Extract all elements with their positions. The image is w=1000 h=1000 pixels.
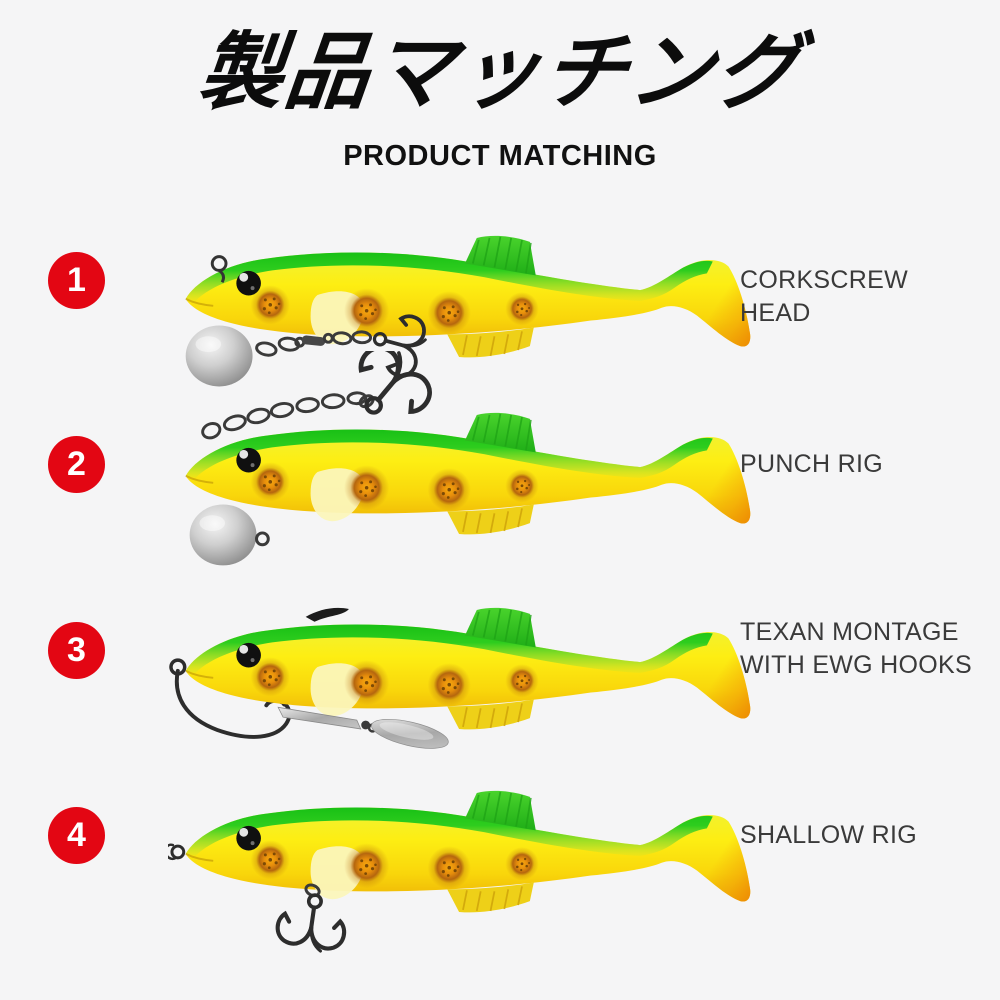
spinner-swivel-ring [367, 723, 378, 733]
belly-swivel-chain [255, 330, 373, 357]
lure-image-corkscrew-head [168, 174, 758, 415]
jighead-wire-ring [255, 531, 270, 547]
lead-jighead-ball [185, 325, 253, 387]
spinner-arm [277, 706, 362, 730]
page-title-japanese: 製品マッチング [194, 25, 806, 119]
back-link-chain [201, 391, 375, 440]
item-number-badge-4: 4 [48, 807, 105, 864]
badge-number: 3 [67, 631, 86, 669]
rig-label-2: PUNCH RIG [740, 450, 883, 478]
rig-label-4: SHALLOW RIG [740, 821, 917, 849]
lure-image-punch-rig [168, 351, 758, 592]
badge-number: 4 [67, 816, 86, 854]
item-number-badge-3: 3 [48, 622, 105, 679]
item-number-badge-2: 2 [48, 436, 105, 493]
item-number-badge-1: 1 [48, 252, 105, 309]
page-subtitle-english: PRODUCT MATCHING [343, 140, 657, 172]
ewg-hook-icon [174, 643, 317, 739]
hook-eye-ring [169, 658, 187, 676]
hook-point-on-back [305, 607, 349, 622]
lead-jighead-ball [189, 504, 257, 566]
lure-image-shallow-rig [168, 729, 758, 970]
belly-link [304, 883, 321, 898]
badge-number: 1 [67, 261, 86, 299]
willow-spinner-blade [371, 719, 449, 749]
rig-label-1: CORKSCREW HEAD [740, 266, 908, 327]
spinner-swivel [361, 720, 371, 730]
badge-number: 2 [67, 445, 86, 483]
rig-label-3: TEXAN MONTAGE WITH EWG HOOKS [740, 618, 972, 679]
treble-hook-icon [275, 891, 349, 954]
treble-hook-icon [339, 351, 439, 436]
nose-clip-icon [168, 843, 186, 861]
corkscrew-wire-icon [210, 255, 228, 283]
treble-hook-icon [364, 306, 433, 382]
lure-image-texan-montage-ewg [168, 546, 758, 787]
